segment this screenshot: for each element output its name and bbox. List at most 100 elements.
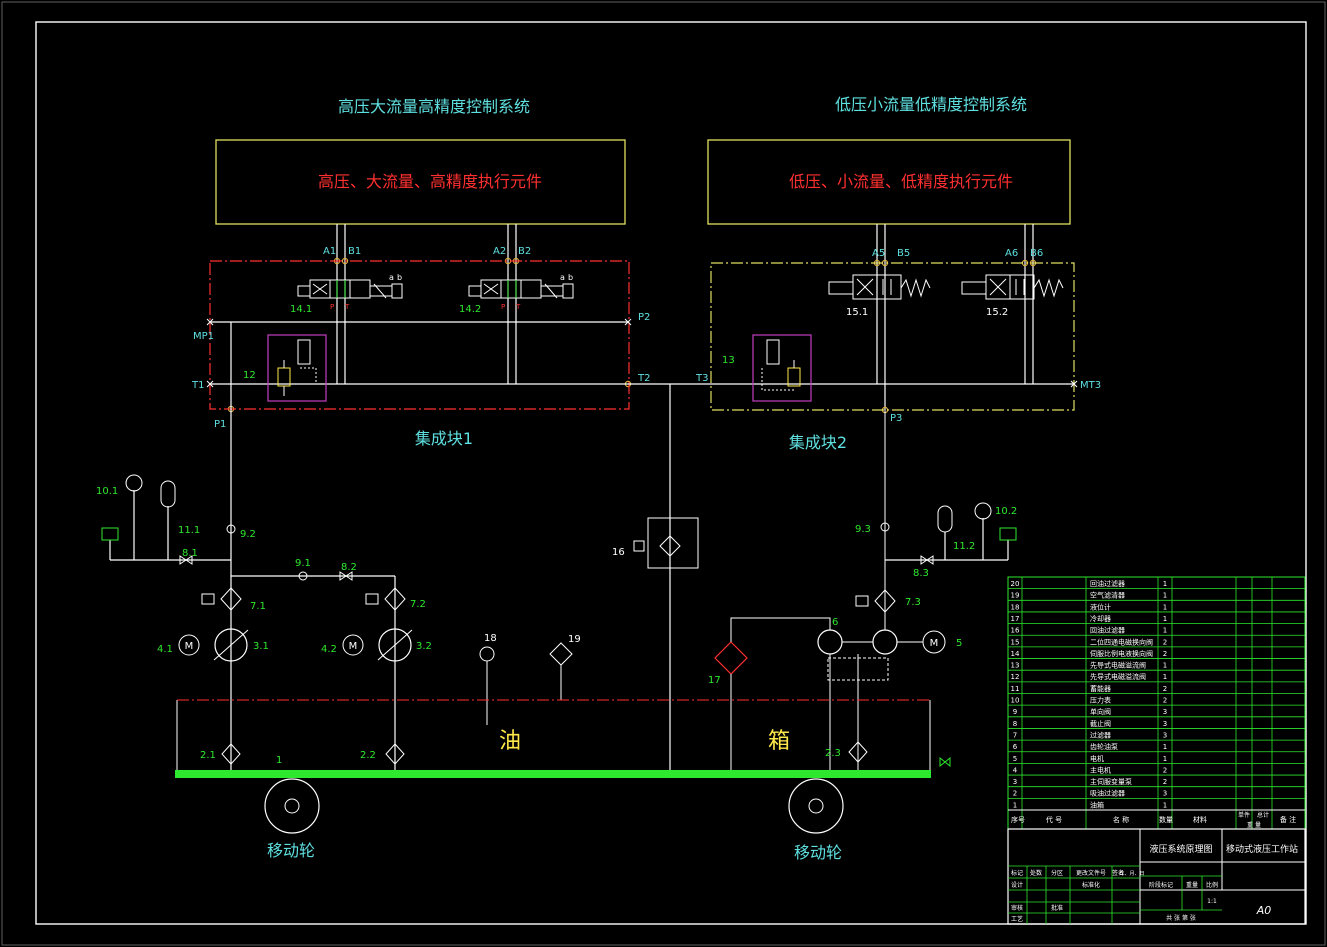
bom-row-qty: 1 — [1163, 627, 1167, 635]
tb-row-count: 处数 — [1030, 869, 1042, 877]
label-11-2: 11.2 — [953, 541, 975, 552]
port-P-2: P — [501, 303, 505, 311]
tb-scale-val: 1:1 — [1207, 898, 1217, 905]
bom-row-qty: 3 — [1163, 790, 1167, 798]
check-valve-9-1 — [298, 571, 308, 581]
bom-row-name: 主电机 — [1090, 765, 1111, 774]
pump-right — [872, 629, 898, 655]
wheel-label-left: 移动轮 — [267, 841, 315, 860]
pump-3-2 — [378, 628, 412, 662]
air-breather-19 — [549, 642, 573, 666]
tb-weight: 重量 — [1186, 881, 1198, 889]
label-6: 6 — [832, 617, 838, 628]
bom-row-name: 二位四通电磁换向阀 — [1090, 637, 1153, 646]
tb-row-doc: 更改文件号 — [1076, 869, 1106, 877]
shutoff-valve-8-2 — [339, 571, 353, 581]
block-1-lines — [210, 321, 1074, 770]
motor-5 — [922, 630, 946, 654]
accumulator-11-1 — [160, 480, 176, 508]
bom-row-name: 截止阀 — [1090, 719, 1111, 728]
bom-row-qty: 2 — [1163, 778, 1167, 786]
bom-row-number: 9 — [1013, 708, 1017, 716]
tb-drawing-name: 液压系统原理图 — [1149, 843, 1212, 855]
bom-row-number: 10 — [1011, 697, 1020, 705]
tb-process: 工艺 — [1011, 915, 1023, 923]
bom-row-qty: 3 — [1163, 731, 1167, 739]
label-13: 13 — [722, 355, 735, 366]
tb-col-code: 代 号 — [1046, 815, 1062, 824]
label-3-2: 3.2 — [416, 641, 432, 652]
bom-row-name: 冷却器 — [1090, 614, 1111, 623]
servo-valve-14-2 — [468, 279, 574, 299]
port-a-1: a — [389, 273, 394, 282]
actuator-box-left — [215, 139, 626, 225]
tb-row-sign: 签名 — [1112, 869, 1124, 877]
tb-design: 设计 — [1011, 881, 1023, 889]
filter-indicator-7-1 — [201, 593, 215, 605]
bom-row-name: 主伺服变量泵 — [1090, 777, 1132, 786]
port-MT3: MT3 — [1080, 380, 1101, 391]
port-dots — [227, 257, 1037, 414]
tank-label-right: 箱 — [768, 729, 790, 754]
system-title-left: 高压大流量高精度控制系统 — [338, 97, 530, 116]
label-9-1: 9.1 — [295, 558, 311, 569]
left-pressure-circuit — [109, 490, 396, 770]
bom-row-number: 7 — [1013, 731, 1017, 739]
port-A5: A5 — [872, 248, 885, 259]
port-B1: B1 — [348, 246, 361, 257]
drain-valve — [939, 756, 951, 768]
label-8-3: 8.3 — [913, 568, 929, 579]
pressure-gauge-10-2 — [974, 502, 992, 520]
tb-product-name: 移动式液压工作站 — [1226, 843, 1298, 855]
tb-row-zone: 分区 — [1051, 869, 1063, 877]
tb-col-name: 名 称 — [1113, 815, 1129, 824]
bom-row-qty: 1 — [1163, 755, 1167, 763]
motor-4-1-glyph: M — [185, 641, 194, 652]
label-15-1: 15.1 — [846, 307, 868, 318]
bom-row-name: 蓄能器 — [1090, 684, 1111, 693]
bom-row-qty: 1 — [1163, 801, 1167, 809]
actuator-lines — [336, 224, 1034, 410]
label-16: 16 — [612, 547, 625, 558]
tb-col-weight2: 总计 — [1257, 811, 1269, 819]
port-A1: A1 — [323, 246, 336, 257]
check-valve-9-3 — [880, 522, 890, 532]
bom-row-qty: 2 — [1163, 650, 1167, 658]
bom-row-number: 18 — [1011, 603, 1020, 611]
bom-row-number: 8 — [1013, 720, 1017, 728]
pump-3-1 — [214, 628, 248, 662]
port-T1: T1 — [191, 380, 204, 391]
port-T3: T3 — [695, 373, 708, 384]
filter-7-1 — [220, 587, 242, 611]
tb-col-weight1: 单件 — [1238, 811, 1250, 819]
port-a-2: a — [560, 273, 565, 282]
bom-row-number: 17 — [1011, 615, 1020, 623]
bom-row-number: 1 — [1013, 801, 1017, 809]
filter-indicator-7-3 — [855, 595, 869, 607]
bom-row-qty: 1 — [1163, 603, 1167, 611]
bom-row-name: 回油过滤器 — [1090, 579, 1125, 588]
wheel-right — [788, 778, 844, 834]
suction-filter-2-3 — [848, 741, 868, 763]
title-block — [1007, 809, 1306, 925]
tb-row-date: 年、月、日 — [1119, 870, 1144, 877]
servo-valve-14-1 — [297, 279, 403, 299]
port-b-1: b — [397, 273, 402, 282]
tb-scale: 比例 — [1206, 881, 1218, 889]
bom-row-number: 3 — [1013, 778, 1017, 786]
bom-row-name: 回油过滤器 — [1090, 626, 1125, 635]
bom-row-name: 伺服比例电液换向阀 — [1090, 649, 1153, 658]
bom-row-number: 16 — [1011, 627, 1020, 635]
label-10-2: 10.2 — [995, 506, 1017, 517]
relief-valve-13 — [752, 334, 812, 402]
tb-row-mark: 标记 — [1011, 869, 1023, 877]
bom-row-name: 压力表 — [1090, 696, 1111, 705]
tb-size: A0 — [1256, 904, 1272, 917]
bom-row-qty: 2 — [1163, 638, 1167, 646]
label-4-2: 4.2 — [321, 644, 337, 655]
label-9-2: 9.2 — [240, 529, 256, 540]
pressure-gauge-10-1 — [125, 474, 143, 492]
filter-indicator-7-2 — [365, 593, 379, 605]
